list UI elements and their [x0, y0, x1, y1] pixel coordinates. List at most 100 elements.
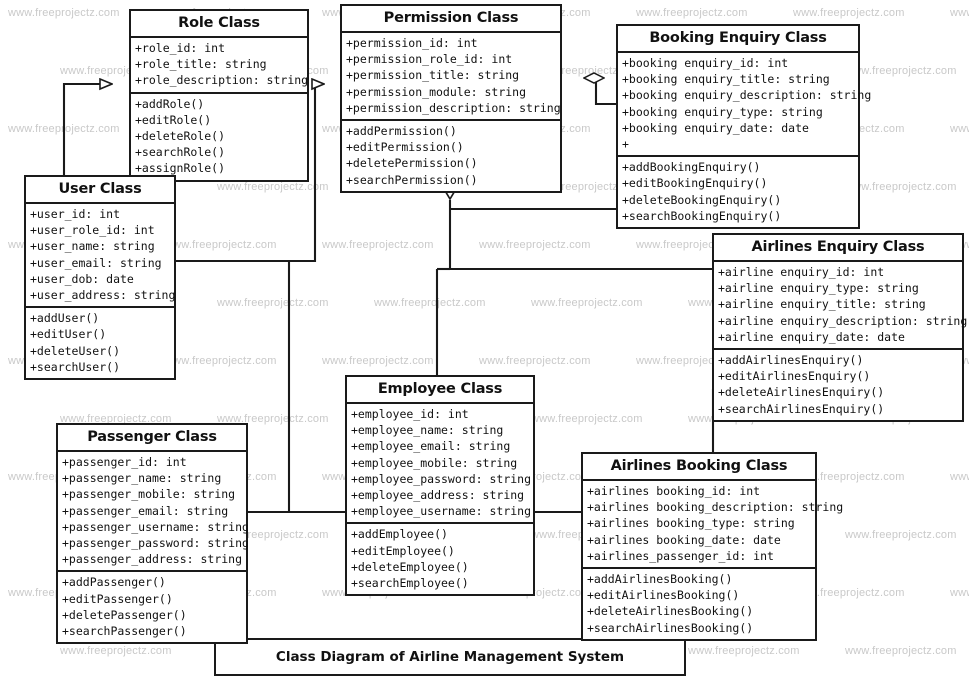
watermark-text: www.freeprojectz.com — [845, 181, 957, 193]
uml-attribute-row: +role_title: string — [135, 57, 267, 72]
uml-method-row: +deleteAirlinesBooking() — [587, 604, 754, 619]
uml-method-row: +deleteRole() — [135, 129, 226, 144]
uml-class-user[interactable]: User Class+user_id: int+user_role_id: in… — [24, 175, 176, 381]
uml-method-row: +searchPassenger() — [62, 624, 187, 639]
uml-class-title-booking-enquiry: Booking Enquiry Class — [618, 26, 858, 53]
uml-method-row: +searchBookingEnquiry() — [622, 208, 782, 223]
uml-method-row: +addBookingEnquiry() — [622, 160, 761, 175]
uml-class-passenger[interactable]: Passenger Class+passenger_id: int+passen… — [56, 423, 249, 645]
uml-attribute-row: +user_role_id: int — [30, 223, 155, 238]
uml-method-row: +editPermission() — [346, 140, 464, 155]
uml-attribute-row: +role_id: int — [135, 41, 226, 55]
diagram-caption-text: Class Diagram of Airline Management Syst… — [275, 649, 625, 665]
uml-attributes-airlines-enquiry: +airline enquiry_id: int +airline enquiry… — [714, 262, 968, 351]
uml-method-row: +deletePermission() — [346, 156, 478, 171]
uml-attribute-row: +passenger_mobile: string — [62, 487, 236, 502]
uml-method-row: +editPassenger() — [62, 591, 173, 606]
uml-attribute-row: +passenger_address: string — [62, 552, 243, 567]
uml-method-row: +addEmployee() — [351, 527, 448, 542]
uml-class-permission[interactable]: Permission Class+permission_id: int+perm… — [340, 4, 562, 193]
uml-method-row: +deleteUser() — [30, 343, 121, 358]
watermark-text: www.freeprojectz.com — [374, 297, 486, 309]
watermark-text: www.freeprojectz.com — [8, 123, 120, 135]
uml-class-airlines-enquiry[interactable]: Airlines Enquiry Class+airline enquiry_i… — [712, 233, 968, 422]
uml-method-row: +deleteEmployee() — [351, 559, 469, 574]
uml-method-row: +addAirlinesEnquiry() — [718, 353, 864, 368]
uml-methods-airlines-enquiry: +addAirlinesEnquiry()+editAirlinesEnquir… — [714, 350, 962, 420]
uml-attribute-row: +passenger_id: int — [62, 455, 187, 469]
uml-attributes-user: +user_id: int+user_role_id: int+user_nam… — [26, 204, 175, 309]
uml-attribute-row: +airlines booking_description: string — [587, 500, 844, 515]
uml-attribute-row: +airline enquiry_date: date — [718, 329, 905, 344]
uml-attribute-row: +permission_role_id: int — [346, 52, 513, 67]
uml-attribute-row: +passenger_name: string — [62, 471, 222, 486]
uml-attribute-row: +airline enquiry_description: string — [718, 313, 968, 328]
watermark-text: www.freeprojectz.com — [845, 65, 957, 77]
uml-method-row: +deletePassenger() — [62, 607, 187, 622]
uml-method-row: +editUser() — [30, 327, 107, 342]
uml-attributes-passenger: +passenger_id: int +passenger_name: strin… — [58, 452, 249, 573]
uml-attribute-row: +booking enquiry_id: int — [622, 56, 789, 70]
uml-attribute-row: +role_description: string — [135, 73, 309, 88]
uml-method-row: +addPassenger() — [62, 575, 166, 590]
watermark-text: www.freeprojectz.com — [793, 7, 905, 19]
uml-attribute-row: +employee_password: string — [351, 471, 532, 486]
uml-attributes-airlines-booking: +airlines booking_id: int +airlines booki… — [583, 481, 844, 570]
uml-attributes-role: +role_id: int +role_title: string+role_de… — [131, 38, 309, 94]
uml-method-row: +searchAirlinesBooking() — [587, 620, 754, 635]
uml-attribute-row: +passenger_username: string — [62, 519, 249, 534]
uml-attribute-row: +airlines_passenger_id: int — [587, 548, 774, 563]
uml-method-row: +searchUser() — [30, 359, 121, 374]
uml-attribute-row: +airline enquiry_type: string — [718, 281, 919, 296]
watermark-text: www.freeprojectz.com — [322, 355, 434, 367]
uml-method-row: +addPermission() — [346, 124, 457, 139]
watermark-text: www.freeprojectz.com — [479, 355, 591, 367]
uml-attribute-row: +airline enquiry_id: int — [718, 265, 885, 279]
edge-permission-booking-enquiry — [584, 78, 616, 106]
uml-class-role[interactable]: Role Class+role_id: int+role_title: stri… — [129, 9, 309, 182]
uml-attribute-row: +booking enquiry_date: date — [622, 120, 809, 135]
uml-class-booking-enquiry[interactable]: Booking Enquiry Class+booking enquiry_id… — [616, 24, 871, 230]
uml-attribute-row: +booking enquiry_type: string — [622, 104, 823, 119]
uml-method-row: +searchPermission() — [346, 172, 478, 187]
uml-attributes-booking-enquiry: +booking enquiry_id: int +booking enquiry… — [618, 53, 871, 158]
uml-method-row: +editAirlinesEnquiry() — [718, 369, 871, 384]
uml-class-title-permission: Permission Class — [342, 6, 560, 33]
uml-attribute-row: +airlines booking_date: date — [587, 532, 781, 547]
watermark-text: www.freeprojectz.com — [950, 471, 969, 483]
uml-methods-passenger: +addPassenger()+editPassenger()+deletePa… — [58, 572, 246, 642]
uml-class-title-airlines-booking: Airlines Booking Class — [583, 454, 815, 481]
uml-attribute-row: +user_email: string — [30, 255, 162, 270]
watermark-text: www.freeprojectz.com — [8, 7, 120, 19]
uml-attributes-employee: +employee_id: int+employee_name: string+… — [347, 404, 533, 525]
uml-method-row: +addRole() — [135, 96, 205, 111]
watermark-text: www.freeprojectz.com — [217, 297, 329, 309]
uml-class-employee[interactable]: Employee Class+employee_id: int+employee… — [345, 375, 535, 597]
uml-method-row: +searchAirlinesEnquiry() — [718, 401, 885, 416]
uml-attribute-row: +permission_description: string — [346, 100, 561, 115]
watermark-text: www.freeprojectz.com — [950, 587, 969, 599]
uml-method-row: +editBookingEnquiry() — [622, 176, 768, 191]
uml-method-row: +deleteBookingEnquiry() — [622, 192, 782, 207]
watermark-text: www.freeprojectz.com — [60, 645, 172, 657]
uml-attribute-row: +employee_email: string — [351, 439, 511, 454]
uml-attribute-row: +user_dob: date — [30, 271, 134, 286]
watermark-text: www.freeprojectz.com — [322, 239, 434, 251]
uml-attribute-row: +user_id: int — [30, 207, 121, 221]
uml-attribute-row: +employee_mobile: string — [351, 455, 518, 470]
uml-method-row: +editRole() — [135, 112, 212, 127]
uml-class-title-employee: Employee Class — [347, 377, 533, 404]
watermark-text: www.freeprojectz.com — [165, 239, 277, 251]
uml-methods-permission: +addPermission()+editPermission()+delete… — [342, 121, 560, 191]
uml-methods-booking-enquiry: +addBookingEnquiry()+editBookingEnquiry(… — [618, 157, 858, 227]
uml-attribute-row: +employee_username: string — [351, 504, 532, 519]
uml-attribute-row: +airlines booking_type: string — [587, 516, 795, 531]
watermark-text: www.freeprojectz.com — [217, 181, 329, 193]
uml-attribute-row: +airlines booking_id: int — [587, 484, 761, 498]
uml-method-row: +editAirlinesBooking() — [587, 588, 740, 603]
uml-method-row: +deleteAirlinesEnquiry() — [718, 385, 885, 400]
uml-class-airlines-booking[interactable]: Airlines Booking Class+airlines booking_… — [581, 452, 844, 641]
uml-class-title-airlines-enquiry: Airlines Enquiry Class — [714, 235, 962, 262]
uml-attribute-row: +passenger_password: string — [62, 536, 249, 551]
